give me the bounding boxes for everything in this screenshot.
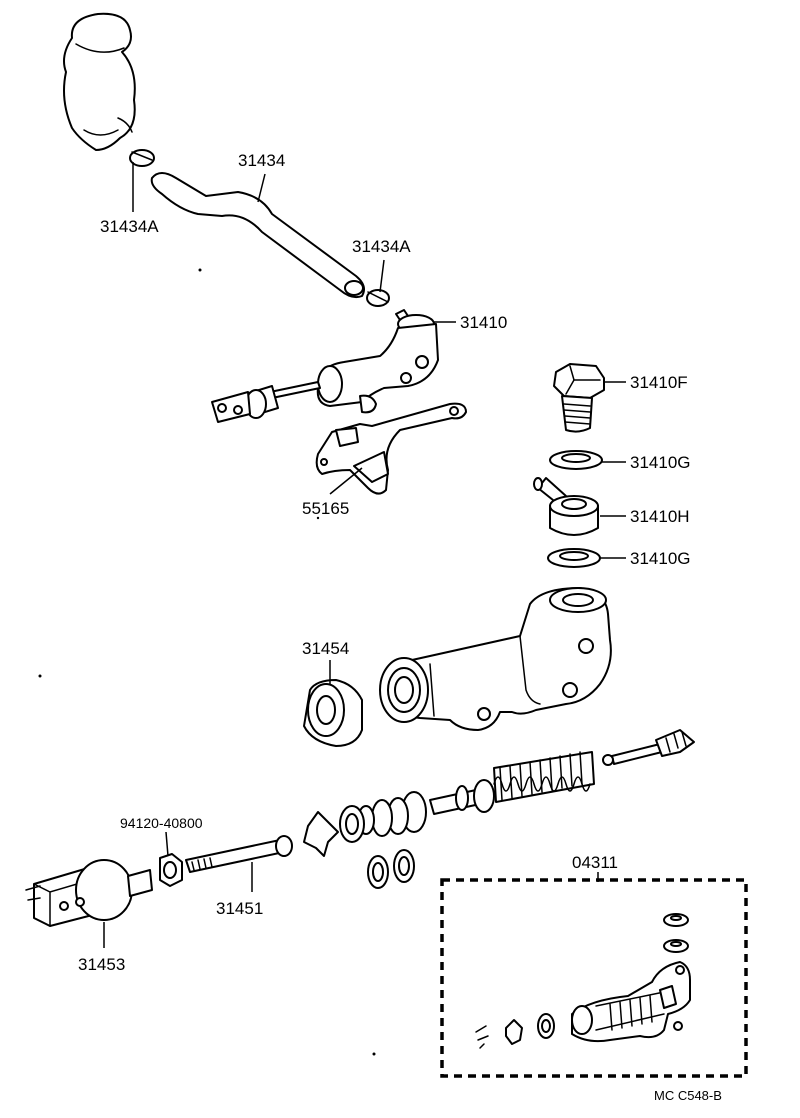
cylinder-body <box>379 587 612 731</box>
bracket <box>315 402 467 495</box>
push-rod <box>185 835 293 873</box>
reservoir-tank <box>63 12 136 151</box>
label-clip-upper: 31434A <box>100 217 159 236</box>
label-gasket-lower: 31410G <box>630 549 691 568</box>
lock-nut <box>159 853 183 887</box>
gasket-upper <box>549 450 603 470</box>
label-push-rod: 31451 <box>216 899 263 918</box>
label-nut: 94120-40800 <box>120 815 203 831</box>
reservoir-hose <box>150 172 365 299</box>
footer-code: MC C548-B <box>654 1088 722 1103</box>
repair-kit-box <box>440 878 748 1078</box>
label-bracket: 55165 <box>302 499 349 518</box>
leader-lines <box>103 162 626 948</box>
label-gasket-upper: 31410G <box>630 453 691 472</box>
master-cylinder-assembly <box>211 309 439 423</box>
gasket-lower <box>547 548 601 568</box>
boot <box>303 679 363 747</box>
piston-assembly <box>303 729 695 889</box>
label-clevis: 31453 <box>78 955 125 974</box>
union-bolt <box>553 363 605 433</box>
label-union-bolt: 31410F <box>630 373 688 392</box>
label-boot: 31454 <box>302 639 349 658</box>
label-repair-kit: 04311 <box>572 853 618 872</box>
label-hose: 31434 <box>238 151 285 170</box>
clevis <box>25 859 153 927</box>
hose-clip-lower <box>366 289 390 307</box>
union-fitting <box>533 477 599 536</box>
label-clip-lower: 31434A <box>352 237 411 256</box>
label-master-cylinder: 31410 <box>460 313 507 332</box>
label-union: 31410H <box>630 507 690 526</box>
hose-clip-upper <box>129 149 155 167</box>
